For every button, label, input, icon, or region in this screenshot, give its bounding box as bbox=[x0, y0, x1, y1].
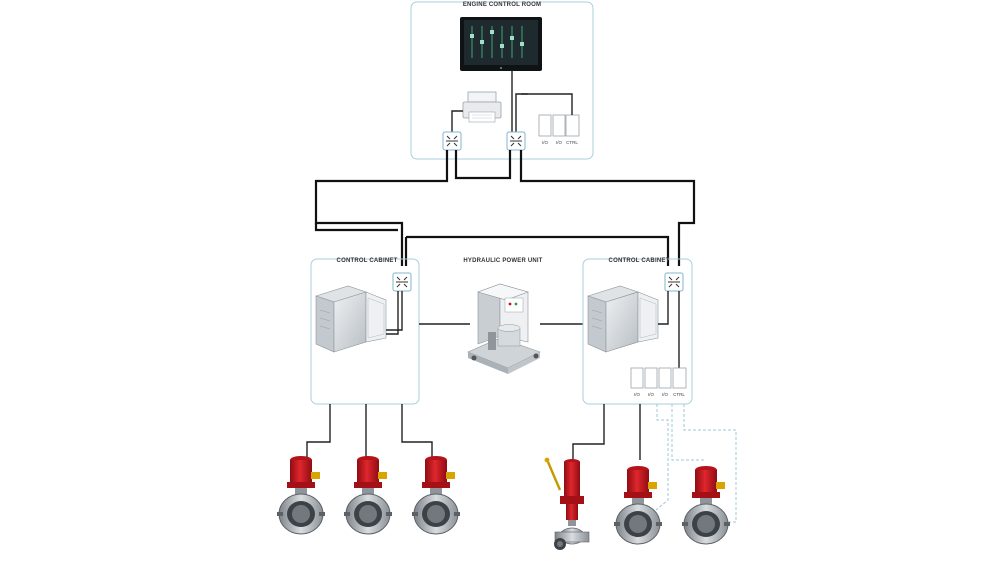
valve-group-left bbox=[276, 455, 461, 535]
engine-room-label: ENGINE CONTROL ROOM bbox=[463, 2, 541, 8]
io-module-label: I/O bbox=[648, 392, 655, 397]
actuated-butterfly-valve-icon bbox=[613, 465, 663, 545]
engine-control-room: ENGINE CONTROL ROOM bbox=[410, 1, 594, 160]
control-cabinet-left: CONTROL CABINET bbox=[306, 258, 433, 460]
actuated-butterfly-valve-icon bbox=[343, 455, 393, 535]
control-cabinet-right: CONTROL CABINET I/O I/O I/O CTRL bbox=[572, 258, 737, 523]
printer-icon bbox=[462, 91, 502, 123]
engine-room-frame bbox=[410, 1, 594, 160]
hydraulic-power-unit-icon bbox=[467, 283, 541, 374]
actuated-butterfly-valve-icon bbox=[411, 455, 461, 535]
actuated-butterfly-valve-icon bbox=[681, 465, 731, 545]
io-module-label: I/O bbox=[662, 392, 669, 397]
network-switch-icon bbox=[392, 272, 412, 292]
io-module-label: I/O bbox=[634, 392, 641, 397]
cabinet-right-label: CONTROL CABINET bbox=[609, 258, 670, 264]
actuated-ball-valve-icon bbox=[544, 457, 590, 550]
network-switch-icon bbox=[664, 272, 684, 292]
io-modules-top: I/O I/O CTRL bbox=[538, 114, 580, 145]
hydraulic-power-unit: HYDRAULIC POWER UNIT bbox=[419, 258, 583, 374]
control-cabinet-icon bbox=[315, 285, 387, 353]
hpu-label: HYDRAULIC POWER UNIT bbox=[463, 258, 542, 264]
ctrl-module-label: CTRL bbox=[673, 392, 685, 397]
io-modules-right: I/O I/O I/O CTRL bbox=[630, 367, 687, 397]
cabinet-left-label: CONTROL CABINET bbox=[337, 258, 398, 264]
network-switch-icon bbox=[442, 131, 462, 151]
control-cabinet-icon bbox=[587, 285, 659, 353]
network-switch-icon bbox=[506, 131, 526, 151]
cabinet-right-frame bbox=[582, 258, 693, 405]
actuated-butterfly-valve-icon bbox=[276, 455, 326, 535]
io-module-label: I/O bbox=[542, 140, 549, 145]
cabinet-left-frame bbox=[310, 258, 420, 405]
io-module-label: I/O bbox=[556, 140, 563, 145]
ctrl-module-label: CTRL bbox=[566, 140, 578, 145]
valve-group-right bbox=[544, 457, 731, 550]
monitor-icon bbox=[460, 17, 542, 71]
network-backbone bbox=[314, 150, 696, 266]
